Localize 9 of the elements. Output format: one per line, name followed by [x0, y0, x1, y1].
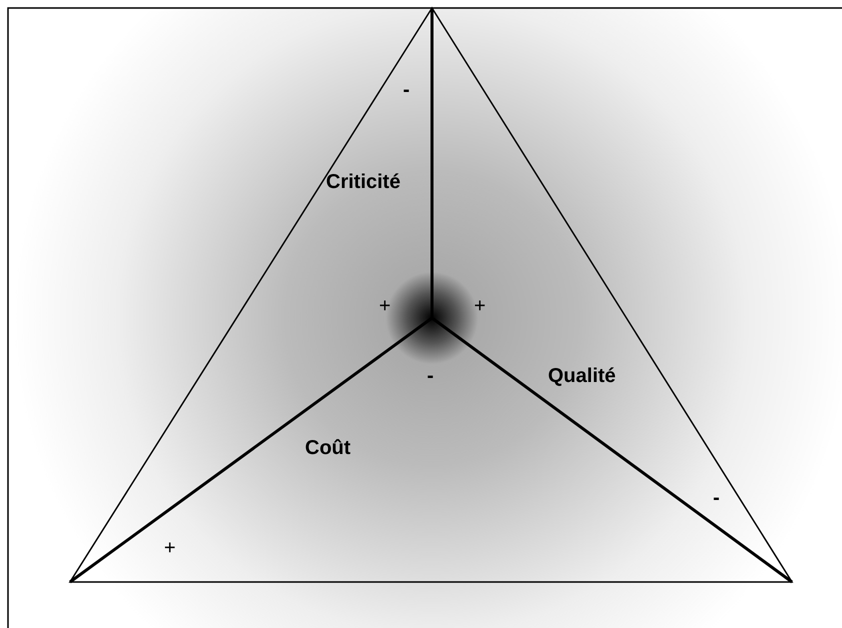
axis-label: Qualité	[548, 366, 616, 386]
sign-label: -	[427, 366, 434, 386]
sign-label: +	[474, 296, 486, 316]
sign-label: +	[164, 538, 176, 558]
axis-label: Coût	[305, 438, 351, 458]
sign-label: -	[713, 488, 720, 508]
sign-label: -	[403, 80, 410, 100]
sign-label: +	[379, 296, 391, 316]
axis-label: Criticité	[326, 172, 400, 192]
